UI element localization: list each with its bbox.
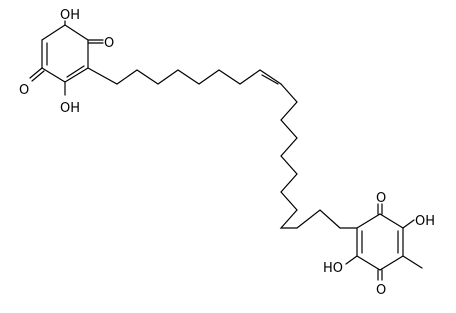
bond	[379, 255, 404, 271]
methyl-bond	[402, 255, 423, 269]
bond	[356, 255, 381, 271]
bottom-ring-oh-left-label: HO	[323, 261, 343, 276]
alkyl-chain	[87, 67, 341, 229]
bond	[379, 213, 404, 229]
bond	[41, 67, 66, 83]
bottom-quinone-ring: O OH HO O	[323, 191, 435, 298]
bond	[64, 67, 89, 83]
chain-lower-segment	[279, 83, 341, 229]
top-ring-oh-upper-label: OH	[60, 8, 80, 23]
top-ring-oh-lower-label: OH	[60, 101, 80, 116]
bond	[41, 24, 66, 41]
top-quinone-ring: OH O O OH	[19, 8, 114, 116]
bottom-ring-oh-right-label: OH	[415, 214, 435, 229]
bond	[64, 24, 89, 41]
top-ring-o-right-label: O	[104, 36, 114, 51]
bond	[402, 219, 415, 229]
z-double-bond	[261, 74, 279, 85]
bottom-ring-o-lower-label: O	[376, 283, 386, 298]
bond	[356, 213, 381, 229]
top-ring-o-left-label: O	[19, 83, 29, 98]
chain-upper-segment	[87, 67, 282, 85]
double-bond	[31, 70, 45, 82]
double-bond	[29, 67, 43, 79]
double-bond	[66, 65, 85, 78]
bond	[345, 255, 358, 265]
bottom-ring-o-upper-label: O	[376, 191, 386, 206]
